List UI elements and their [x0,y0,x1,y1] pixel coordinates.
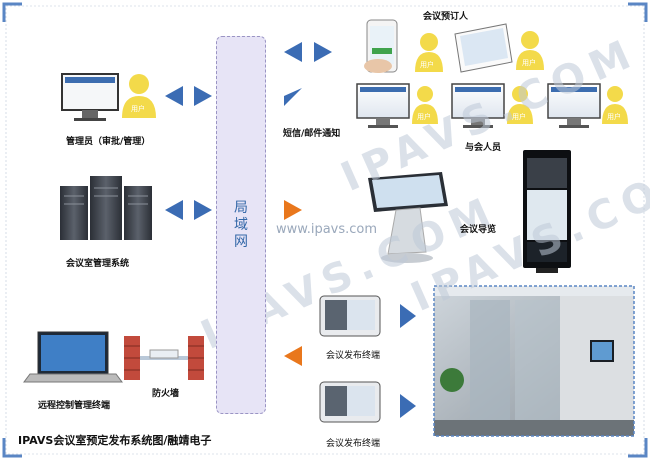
arrow-right-orange [284,346,302,366]
monitor-icon [356,83,410,128]
server-icon [60,176,152,240]
user-caption: 用户 [420,61,434,69]
laptop-icon [23,331,123,383]
user-icon [122,74,156,118]
user-caption: 用户 [522,59,536,67]
terminal-icon [319,295,381,337]
arrow-right [400,304,416,328]
diagram-title: IPAVS会议室预定发布系统图/融靖电子 [18,434,212,447]
lan-char: 局 [234,200,248,216]
booker-label: 会议预订人 [423,12,469,22]
kiosk-icon [368,172,448,263]
user-icon [412,86,438,124]
monitor-icon [61,73,119,121]
attendees-label: 与会人员 [465,143,502,153]
firewall-label: 防火墙 [152,389,180,399]
user-caption: 用户 [512,113,526,121]
user-icon [516,31,544,70]
lan-label: 局 域 网 [230,200,252,251]
lan-char: 域 [234,217,248,233]
arrow-right [400,394,416,418]
terminal-label: 会议发布终端 [326,351,381,361]
user-caption: 用户 [607,113,621,121]
admin-label: 管理员（审批/管理） [66,137,151,147]
arrow-right-orange [284,200,302,220]
watermark-url: www.ipavs.com [276,222,378,237]
terminal-icon [319,381,381,423]
totem-icon [523,150,571,273]
arrow-bidirectional [165,86,212,106]
monitor-icon [547,83,601,128]
tablet-icon [454,23,513,73]
terminal-label: 会议发布终端 [326,439,381,449]
user-caption: 用户 [417,113,431,121]
sms-label: 短信/邮件通知 [283,129,341,139]
lan-box [216,36,266,414]
lan-char: 网 [234,234,248,250]
arrow-right [284,88,302,106]
arrow-bidirectional [165,200,212,220]
phone-icon [364,19,398,73]
guide-label: 会议导览 [460,225,497,235]
user-icon [415,33,443,72]
user-icon [602,86,628,124]
user-caption: 用户 [131,105,145,113]
user-icon [507,86,533,124]
frame-border [5,5,645,455]
arrow-bidirectional [284,42,332,62]
meeting-room-photo [433,285,635,437]
remote-label: 远程控制管理终端 [38,401,111,411]
server-label: 会议室管理系统 [66,259,130,269]
monitor-icon [451,83,505,128]
firewall-icon [124,336,204,380]
